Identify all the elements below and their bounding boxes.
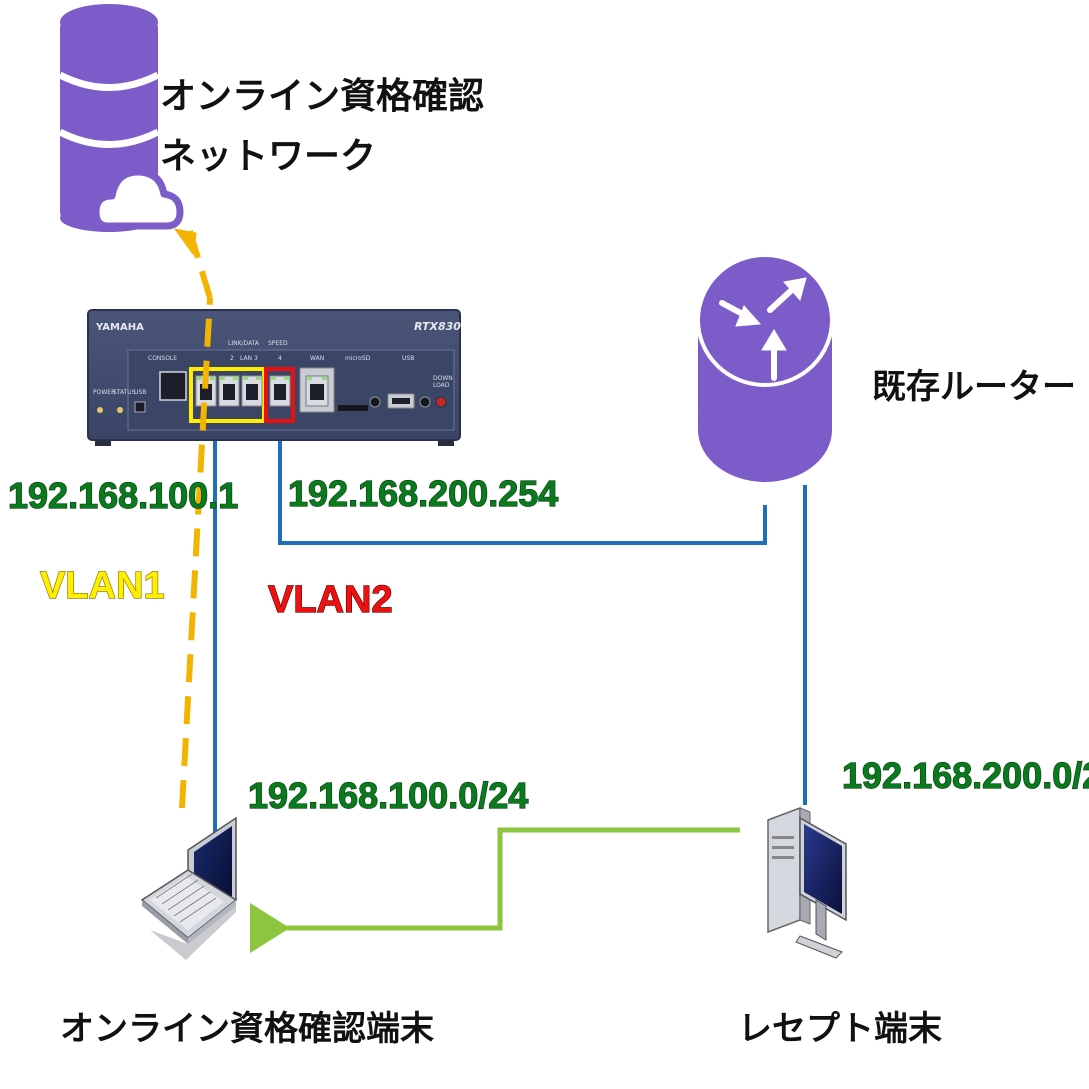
database-cloud-icon — [58, 4, 184, 232]
wan-port — [299, 367, 335, 413]
vlan1-label: VLAN1 — [40, 565, 165, 607]
existing-router-label: 既存ルーター — [872, 367, 1076, 407]
status-led — [117, 407, 123, 413]
vlan2-port-highlight — [264, 367, 295, 423]
router-brand: YAMAHA — [95, 322, 144, 333]
power-led — [97, 407, 103, 413]
port-label-down: DOWN — [433, 375, 453, 382]
green-data-path — [250, 827, 740, 953]
lan-port-4 — [269, 375, 291, 407]
port-label-load: LOAD — [433, 382, 450, 389]
yamaha-rtx830-router: YAMAHA RTX830 CONSOLE LINK/DATA SPEED 2 … — [87, 309, 461, 446]
port-label-wan: WAN — [310, 355, 324, 362]
vlan2-label: VLAN2 — [268, 579, 393, 621]
orange-path-laptop-to-cloud — [179, 297, 213, 809]
port-label-status: STATUS — [113, 389, 136, 396]
port-label-usb: USB — [402, 355, 414, 362]
vlan1-gateway-ip: 192.168.100.1 — [8, 475, 238, 516]
orange-arrow-head — [173, 228, 197, 256]
port-label-link: LINK/DATA — [228, 340, 260, 347]
download-button — [435, 396, 447, 408]
port-label-microsd: microSD — [345, 355, 371, 362]
receipt-terminal-label: レセプト端末 — [738, 1009, 942, 1049]
cable-vlan2-to-router — [278, 422, 767, 545]
port-label-power: POWER — [93, 389, 115, 396]
vlan2-address-ip: 192.168.200.254 — [288, 473, 558, 514]
microsd-slot — [338, 405, 368, 411]
desktop-pc-icon — [767, 806, 847, 959]
port-label-usb-small: USB — [134, 389, 146, 396]
cloud-network-label-line1: オンライン資格確認 — [160, 76, 484, 117]
port-label-4: 4 — [278, 355, 282, 362]
port-label-3: 3 — [254, 355, 258, 362]
vlan1-subnet: 192.168.100.0/24 — [248, 775, 528, 816]
router-icon — [696, 253, 834, 482]
router-model: RTX830 — [414, 320, 461, 333]
port-label-speed: SPEED — [268, 340, 288, 347]
port-label-lan: LAN — [240, 355, 252, 362]
lan-ports-1-3 — [195, 375, 263, 407]
laptop-icon — [140, 816, 238, 960]
online-terminal-label: オンライン資格確認端末 — [60, 1009, 434, 1049]
cloud-network-label-line2: ネットワーク — [160, 136, 376, 177]
vlan2-subnet: 192.168.200.0/24 — [842, 755, 1089, 796]
console-port — [159, 371, 187, 401]
port-label-2: 2 — [230, 355, 234, 362]
port-label-console: CONSOLE — [148, 355, 177, 362]
